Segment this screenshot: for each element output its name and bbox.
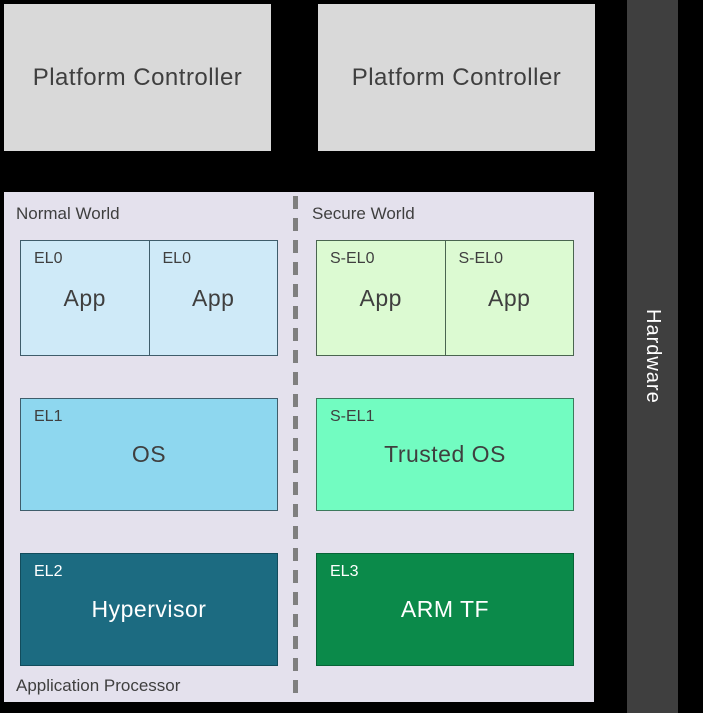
secure-app-box-2: S-EL0 App — [444, 240, 574, 356]
os-box: EL1 OS — [20, 398, 278, 511]
trusted-os-name: Trusted OS — [384, 441, 506, 467]
hypervisor-box: EL2 Hypervisor — [20, 553, 278, 666]
armtf-level: EL3 — [330, 563, 359, 580]
secure-app-1-name: App — [359, 284, 402, 311]
platform-controller-left: Platform Controller — [4, 4, 271, 151]
armtf-name: ARM TF — [400, 596, 490, 622]
hypervisor-name: Hypervisor — [91, 596, 207, 622]
os-name: OS — [131, 441, 167, 467]
normal-world-label: Normal World — [16, 204, 120, 223]
hardware-label: Hardware — [642, 309, 664, 404]
trusted-os-level: S-EL1 — [330, 408, 375, 425]
normal-app-box-2: EL0 App — [148, 240, 278, 356]
world-divider — [293, 196, 298, 698]
armtf-box: EL3 ARM TF — [316, 553, 574, 666]
application-processor-panel: Normal World Secure World EL0 App EL0 Ap… — [4, 192, 594, 702]
platform-controller-right-label: Platform Controller — [351, 63, 562, 91]
secure-world-label: Secure World — [312, 204, 415, 223]
normal-app-2-level: EL0 — [162, 250, 191, 267]
os-level: EL1 — [34, 408, 63, 425]
normal-app-box-1: EL0 App — [20, 240, 150, 356]
secure-app-2-level: S-EL0 — [458, 250, 503, 267]
normal-app-2-name: App — [192, 284, 235, 311]
trusted-os-box: S-EL1 Trusted OS — [316, 398, 574, 511]
normal-app-1-level: EL0 — [34, 250, 63, 267]
platform-controller-right: Platform Controller — [318, 4, 595, 151]
application-processor-label: Application Processor — [16, 676, 181, 695]
secure-world-apps-row: S-EL0 App S-EL0 App — [316, 240, 574, 356]
hypervisor-level: EL2 — [34, 563, 63, 580]
platform-controller-left-label: Platform Controller — [32, 63, 243, 91]
secure-app-box-1: S-EL0 App — [316, 240, 446, 356]
normal-world-apps-row: EL0 App EL0 App — [20, 240, 278, 356]
secure-app-1-level: S-EL0 — [330, 250, 375, 267]
secure-app-2-name: App — [488, 284, 531, 311]
hardware-bar: Hardware — [627, 0, 678, 713]
normal-app-1-name: App — [63, 284, 106, 311]
